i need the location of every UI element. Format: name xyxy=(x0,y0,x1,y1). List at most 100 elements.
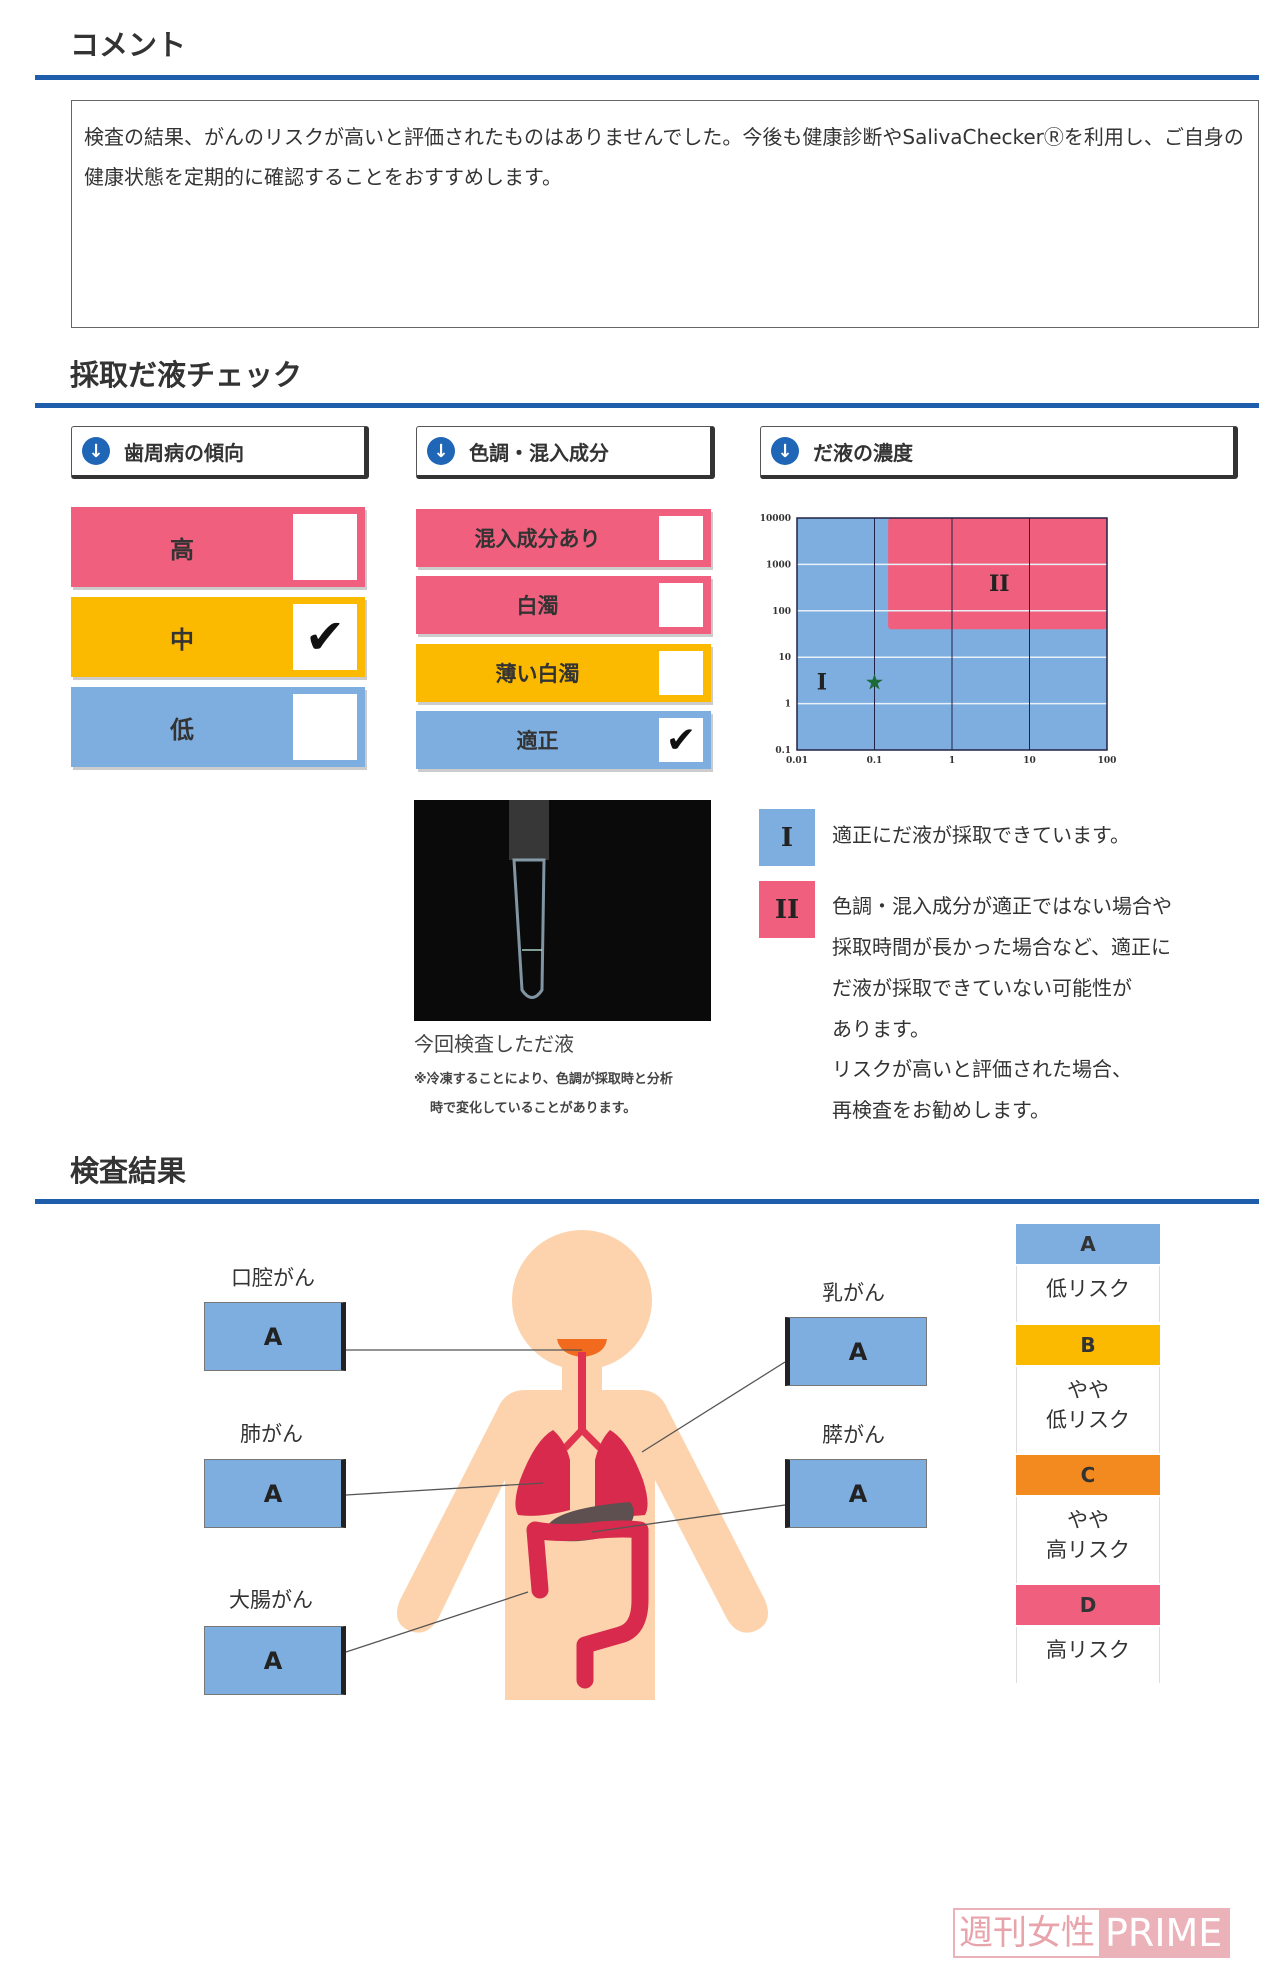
color-mix-option: 白濁 xyxy=(416,576,711,634)
download-arrow-icon: ↓ xyxy=(771,437,799,465)
oral-cancer-grade: A xyxy=(204,1302,346,1371)
option-label: 混入成分あり xyxy=(474,527,601,551)
torso-shape xyxy=(396,1390,769,1700)
grade-legend-line: 高リスク xyxy=(1046,1638,1130,1662)
grade-legend-text: やや高リスク xyxy=(1016,1497,1160,1583)
color-mix-header: ↓ 色調・混入成分 xyxy=(416,426,715,479)
legend-text: 色調・混入成分が適正ではない場合や xyxy=(832,894,1172,918)
divider xyxy=(35,403,1259,408)
color-mix-option: 薄い白濁 xyxy=(416,644,711,702)
grade-legend-text: 高リスク xyxy=(1016,1627,1160,1683)
grade-legend-line: 高リスク xyxy=(1046,1538,1130,1562)
y-tick-label: 10000 xyxy=(760,514,791,524)
legend-text: あります。 xyxy=(832,1017,930,1041)
grade-legend-badge: B xyxy=(1016,1325,1160,1365)
pancreatic-cancer-label: 膵がん xyxy=(822,1423,885,1447)
checkbox xyxy=(659,651,703,695)
left-lung-icon xyxy=(515,1430,570,1516)
colon-icon xyxy=(526,1520,649,1689)
grade-legend-text: やや低リスク xyxy=(1016,1367,1160,1453)
region-badge: II xyxy=(759,881,815,938)
y-tick-label: 0.1 xyxy=(775,746,791,756)
test-tube-image xyxy=(509,800,549,999)
option-label: 適正 xyxy=(516,729,559,753)
download-arrow-icon: ↓ xyxy=(82,437,110,465)
watermark-right: PRIME xyxy=(1099,1910,1229,1956)
periodontal-option: 高 xyxy=(71,507,365,587)
body-illustration xyxy=(345,1230,786,1700)
comment-box: 検査の結果、がんのリスクが高いと評価されたものはありませんでした。今後も健康診断… xyxy=(71,100,1259,328)
breast-cancer-label: 乳がん xyxy=(822,1281,885,1305)
region-II xyxy=(888,518,1107,630)
checkmark-icon: ✔ xyxy=(293,604,357,670)
results-title: 検査結果 xyxy=(70,1154,187,1188)
photo-note: 時で変化していることがあります。 xyxy=(430,1101,637,1116)
breast-cancer-grade: A xyxy=(785,1317,927,1386)
region-label: II xyxy=(989,571,1010,597)
comment-title: コメント xyxy=(70,28,187,62)
option-label: 高 xyxy=(170,535,194,564)
y-tick-label: 10 xyxy=(778,653,791,663)
grade-legend-badge: A xyxy=(1016,1224,1160,1264)
lung-cancer-label: 肺がん xyxy=(240,1422,303,1446)
y-tick-label: 100 xyxy=(772,607,791,617)
checkbox xyxy=(293,694,357,760)
color-mix-option: 混入成分あり xyxy=(416,509,711,567)
option-label: 低 xyxy=(170,715,194,744)
grade-legend-line: やや xyxy=(1067,1508,1109,1532)
legend-text: 採取時間が長かった場合など、適正に xyxy=(832,935,1171,959)
star-marker: ★ xyxy=(865,670,885,695)
oral-cancer-label: 口腔がん xyxy=(231,1266,315,1290)
saliva-sample-photo xyxy=(414,800,711,1021)
option-label: 薄い白濁 xyxy=(495,662,580,686)
colon-cancer-grade: A xyxy=(204,1626,346,1695)
y-tick-label: 1 xyxy=(785,700,791,710)
x-tick-label: 1 xyxy=(949,756,955,766)
photo-note: ※冷凍することにより、色調が採取時と分析 xyxy=(414,1072,673,1087)
grade-legend-badge: D xyxy=(1016,1585,1160,1625)
periodontal-option: 中✔ xyxy=(71,597,365,677)
checkbox xyxy=(659,583,703,627)
saliva-check-title: 採取だ液チェック xyxy=(70,358,303,392)
legend-text: 再検査をお勧めします。 xyxy=(832,1098,1050,1122)
periodontal-header: ↓ 歯周病の傾向 xyxy=(71,426,369,479)
grade-legend-line: 低リスク xyxy=(1046,1408,1130,1432)
comment-text: 検査の結果、がんのリスクが高いと評価されたものはありませんでした。今後も健康診断… xyxy=(84,125,1244,189)
y-tick-label: 1000 xyxy=(766,560,791,570)
grade-legend-line: やや xyxy=(1067,1378,1109,1402)
option-label: 白濁 xyxy=(516,594,559,618)
pancreatic-cancer-grade: A xyxy=(785,1459,927,1528)
checkmark-icon: ✔ xyxy=(659,718,703,762)
divider xyxy=(35,75,1259,80)
color-mix-header-label: 色調・混入成分 xyxy=(469,440,609,465)
grade-legend-badge: C xyxy=(1016,1455,1160,1495)
colon-cancer-label: 大腸がん xyxy=(229,1588,313,1612)
plot-frame xyxy=(796,517,1108,751)
legend-text: だ液が採取できていない可能性が xyxy=(832,976,1132,1000)
x-tick-label: 100 xyxy=(1098,756,1117,766)
right-lung-icon xyxy=(595,1430,648,1516)
watermark-logo: 週刊女性 PRIME xyxy=(953,1908,1231,1958)
legend-text: 適正にだ液が採取できています。 xyxy=(832,823,1130,847)
download-arrow-icon: ↓ xyxy=(427,437,455,465)
concentration-header: ↓ だ液の濃度 xyxy=(760,426,1238,479)
concentration-header-label: だ液の濃度 xyxy=(813,440,913,465)
legend-text: リスクが高いと評価された場合、 xyxy=(832,1057,1132,1081)
grade-legend-line: 低リスク xyxy=(1046,1277,1130,1301)
periodontal-option: 低 xyxy=(71,687,365,767)
mouth-icon xyxy=(557,1339,607,1357)
x-tick-label: 0.1 xyxy=(867,756,883,766)
region-label: I xyxy=(817,669,827,695)
grade-legend-text: 低リスク xyxy=(1016,1266,1160,1322)
lung-cancer-grade: A xyxy=(204,1459,346,1528)
checkbox xyxy=(293,514,357,580)
periodontal-header-label: 歯周病の傾向 xyxy=(124,440,244,465)
photo-caption: 今回検査しただ液 xyxy=(414,1032,574,1056)
head-shape xyxy=(512,1230,652,1370)
watermark-left: 週刊女性 xyxy=(955,1910,1099,1956)
x-tick-label: 0.01 xyxy=(786,756,808,766)
divider xyxy=(35,1199,1259,1204)
color-mix-option: 適正 ✔ xyxy=(416,711,711,769)
x-tick-label: 10 xyxy=(1023,756,1036,766)
